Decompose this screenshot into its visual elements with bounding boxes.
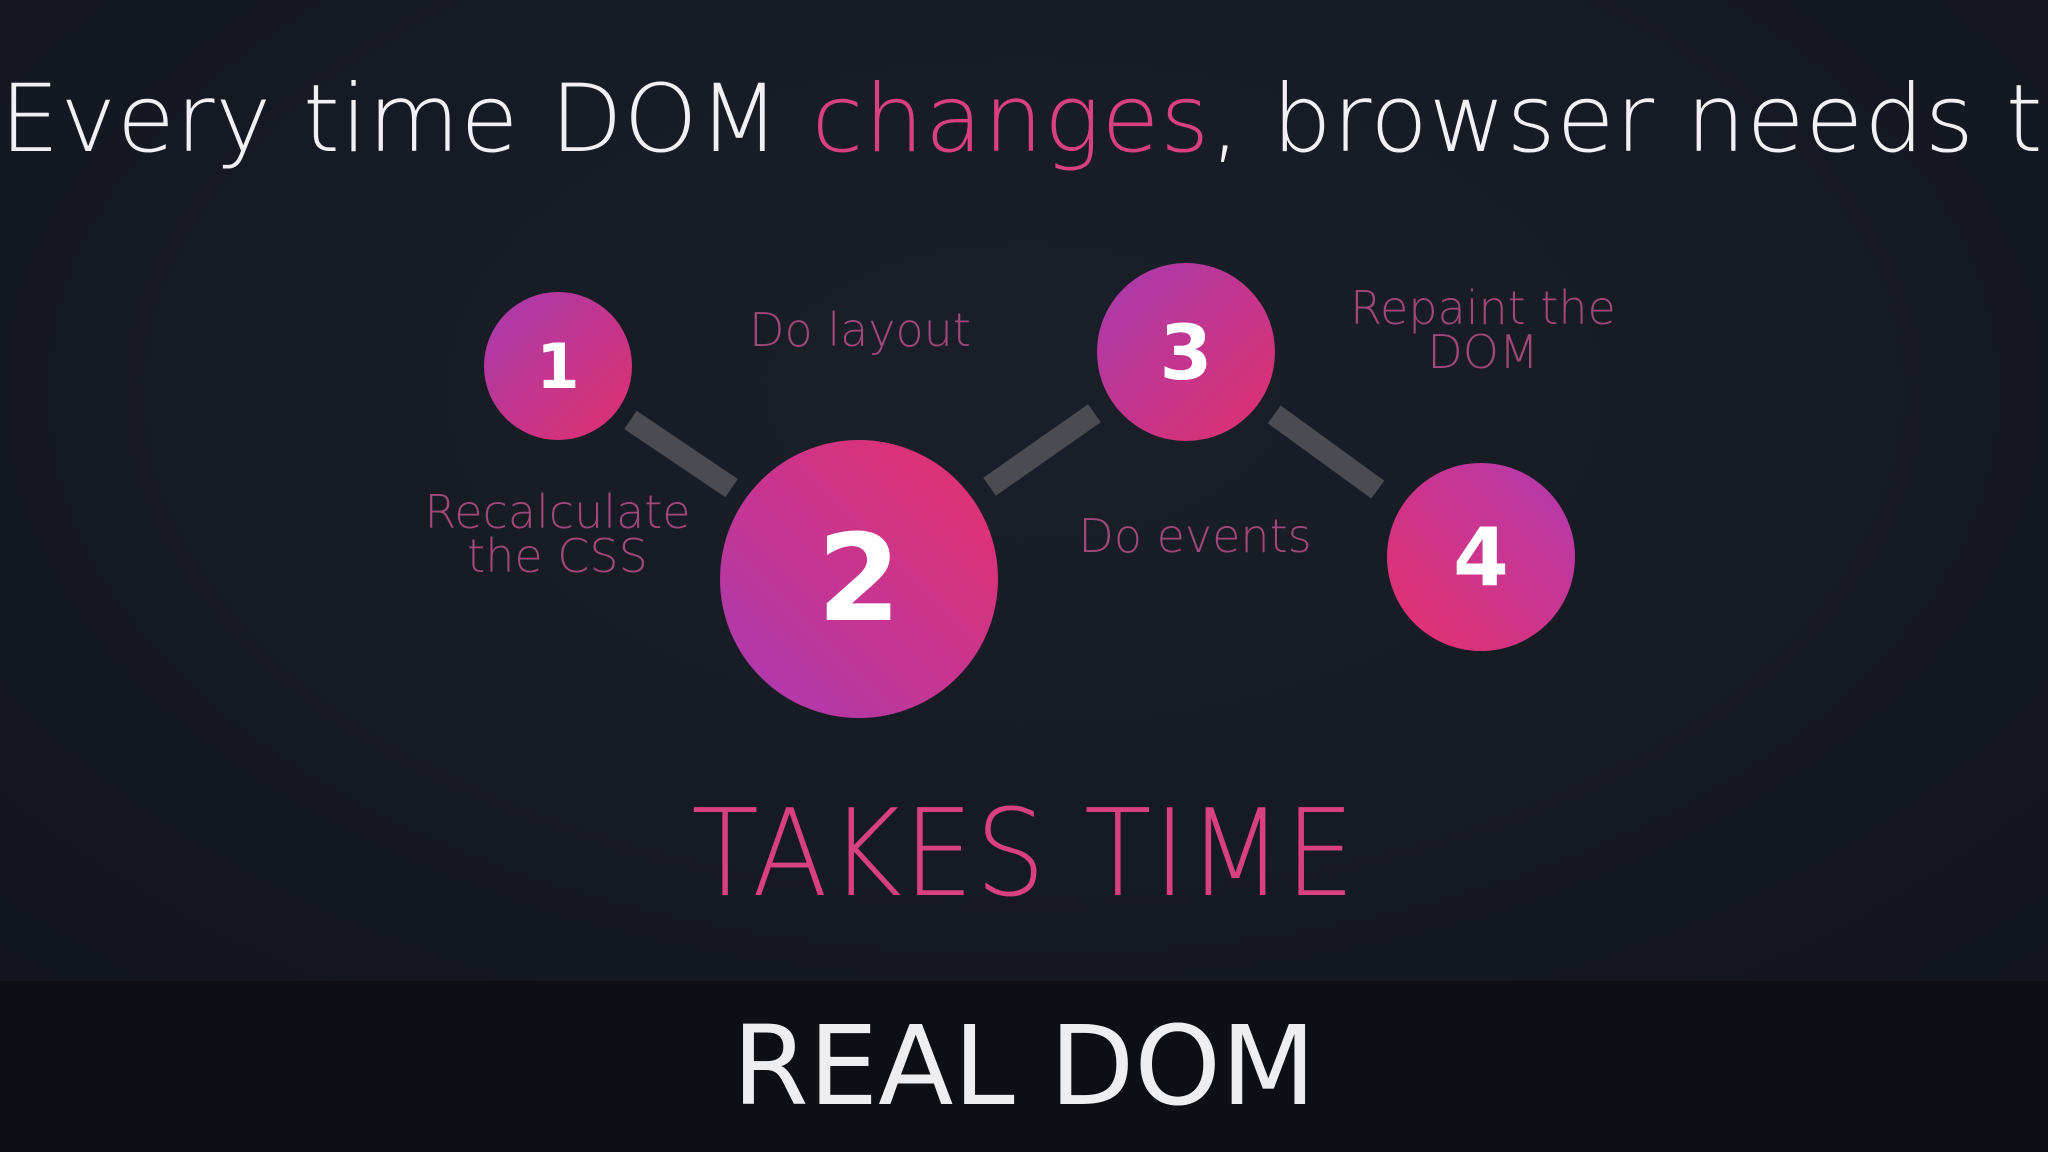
step-4-label: Repaint the DOM bbox=[1318, 281, 1648, 379]
slide-canvas: Every time DOM changes, browser needs to… bbox=[0, 0, 2048, 981]
slide-headline: Every time DOM changes, browser needs to bbox=[0, 60, 2048, 180]
headline-accent-word: changes bbox=[811, 65, 1211, 174]
step-1-label: Recalculate the CSS bbox=[400, 485, 715, 583]
headline-text-after: , browser needs to bbox=[1210, 65, 2048, 174]
step-1-label-line1: Recalculate bbox=[424, 485, 691, 539]
step-1-label-line2: the CSS bbox=[467, 529, 648, 583]
step-3-label-line1: Do events bbox=[1078, 509, 1312, 563]
footer-bar: REAL DOM bbox=[0, 981, 2048, 1152]
step-2-label-line1: Do layout bbox=[749, 303, 971, 357]
takes-time-caption: TAKES TIME bbox=[691, 785, 1357, 924]
connector-2-3 bbox=[983, 404, 1101, 496]
step-2-label: Do layout bbox=[720, 303, 1000, 357]
step-4-label-line1: Repaint the bbox=[1350, 281, 1616, 335]
footer-title: REAL DOM bbox=[732, 1002, 1316, 1130]
connector-3-4 bbox=[1267, 405, 1385, 499]
step-1-number: 1 bbox=[536, 329, 580, 403]
step-2-node: 2 bbox=[720, 440, 998, 718]
headline-text-before: Every time DOM bbox=[0, 65, 812, 174]
step-2-number: 2 bbox=[817, 509, 901, 649]
step-4-label-line2: DOM bbox=[1427, 325, 1539, 379]
step-4-number: 4 bbox=[1453, 510, 1509, 604]
step-3-label: Do events bbox=[1050, 509, 1340, 563]
step-3-node: 3 bbox=[1097, 263, 1275, 441]
step-3-number: 3 bbox=[1159, 307, 1213, 397]
step-1-node: 1 bbox=[484, 292, 632, 440]
step-4-node: 4 bbox=[1387, 463, 1575, 651]
